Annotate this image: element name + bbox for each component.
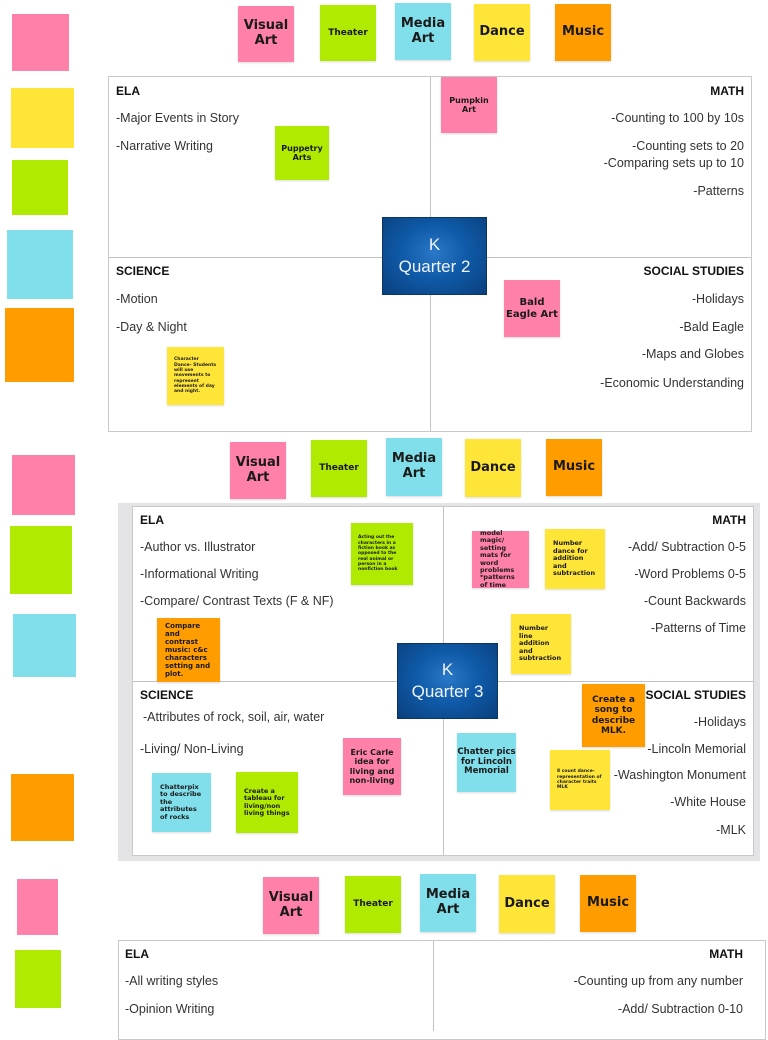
- note-eric-carle[interactable]: Eric Carle idea for living and non-livin…: [343, 738, 401, 795]
- note-bald-eagle-art[interactable]: Bald Eagle Art: [504, 280, 560, 337]
- note-character-dance[interactable]: Character Dance- Students will use movem…: [167, 347, 224, 405]
- q4-math-item: -Counting up from any number: [573, 974, 743, 988]
- sticky-pink-blank[interactable]: [17, 879, 58, 935]
- sticky-pink-blank[interactable]: [12, 455, 75, 515]
- q2-science-title: SCIENCE: [116, 264, 170, 278]
- q2-ela-title: ELA: [116, 84, 140, 98]
- q3-ela-item: -Compare/ Contrast Texts (F & NF): [140, 594, 334, 608]
- sticky-green-blank[interactable]: [15, 950, 61, 1008]
- note-acting-out-characters[interactable]: Acting out the characters in a fiction b…: [351, 523, 413, 585]
- note-8-count-dance[interactable]: 8 count dance- representation of charact…: [550, 750, 610, 810]
- q2-ela-item: -Major Events in Story: [116, 111, 239, 125]
- q2-social-item: -Bald Eagle: [679, 320, 744, 334]
- q2-social-studies-title: SOCIAL STUDIES: [643, 264, 744, 278]
- q2-ela-item: -Narrative Writing: [116, 139, 214, 153]
- sticky-orange-blank[interactable]: [11, 774, 74, 841]
- palette-visual-art[interactable]: Visual Art: [263, 877, 319, 934]
- q3-quarter-label: Quarter 3: [411, 682, 484, 701]
- palette-visual-art[interactable]: Visual Art: [238, 6, 294, 62]
- q3-ela-item: -Informational Writing: [140, 567, 259, 581]
- palette-media-art[interactable]: Media Art: [395, 3, 451, 60]
- quarter4-board: [118, 940, 766, 1040]
- q3-social-item: -White House: [670, 795, 746, 809]
- palette-theater[interactable]: Theater: [311, 440, 367, 497]
- sticky-pink-blank[interactable]: [12, 14, 69, 71]
- q3-social-item: -MLK: [716, 823, 746, 837]
- q4-ela-title: ELA: [125, 947, 149, 961]
- q2-social-item: -Maps and Globes: [641, 347, 744, 361]
- q3-science-item: -Living/ Non-Living: [140, 742, 244, 756]
- note-compare-contrast-music[interactable]: Compare and contrast music: c&c characte…: [157, 618, 220, 682]
- palette-theater[interactable]: Theater: [345, 876, 401, 933]
- palette-music[interactable]: Music: [555, 4, 611, 61]
- q2-math-item: -Comparing sets up to 10: [603, 156, 744, 170]
- q4-math-title: MATH: [709, 947, 743, 961]
- sticky-blue-blank[interactable]: [13, 614, 76, 677]
- note-chatter-pics-lincoln[interactable]: Chatter pics for Lincoln Memorial: [457, 733, 516, 792]
- palette-dance[interactable]: Dance: [465, 439, 521, 497]
- palette-media-art[interactable]: Media Art: [386, 438, 442, 496]
- sticky-yellow-blank[interactable]: [11, 88, 74, 148]
- q2-science-item: -Motion: [116, 292, 158, 306]
- palette-music[interactable]: Music: [580, 875, 636, 932]
- note-puppetry-arts[interactable]: Puppetry Arts: [275, 126, 329, 180]
- q2-quarter-label: Quarter 2: [398, 257, 471, 276]
- sticky-orange-blank[interactable]: [5, 308, 74, 382]
- q2-math-title: MATH: [710, 84, 744, 98]
- q4-ela-item: -Opinion Writing: [125, 1002, 215, 1016]
- palette-dance[interactable]: Dance: [499, 875, 555, 933]
- palette-theater[interactable]: Theater: [320, 5, 376, 61]
- sticky-green-blank[interactable]: [10, 526, 72, 594]
- palette-music[interactable]: Music: [546, 439, 602, 496]
- quarter4-vertical-divider: [433, 941, 434, 1031]
- q2-math-item: -Counting to 100 by 10s: [611, 111, 744, 125]
- q3-science-title: SCIENCE: [140, 688, 194, 702]
- q3-social-studies-title: SOCIAL STUDIES: [645, 688, 746, 702]
- q3-math-item: -Add/ Subtraction 0-5: [627, 540, 746, 554]
- note-number-line[interactable]: Number line addition and subtraction: [511, 614, 571, 674]
- q3-math-title: MATH: [712, 513, 746, 527]
- note-tableau[interactable]: Create a tableau for living/non living t…: [236, 772, 298, 833]
- q3-math-item: -Word Problems 0-5: [634, 567, 746, 581]
- note-number-dance[interactable]: Number dance for addition and subtractio…: [545, 529, 605, 589]
- palette-visual-art[interactable]: Visual Art: [230, 442, 286, 499]
- quarter3-center-box: K Quarter 3: [397, 643, 498, 719]
- q4-ela-item: -All writing styles: [125, 974, 219, 988]
- palette-dance[interactable]: Dance: [474, 4, 530, 61]
- q2-grade-label: K: [428, 235, 441, 254]
- note-chatterpix-rocks[interactable]: Chatterpix to describe the attributes of…: [152, 773, 211, 832]
- q3-ela-title: ELA: [140, 513, 164, 527]
- q2-math-item: -Patterns: [693, 184, 744, 198]
- sticky-green-blank[interactable]: [12, 160, 68, 215]
- q2-social-item: -Economic Understanding: [600, 376, 744, 390]
- q3-grade-label: K: [441, 660, 454, 679]
- q2-math-item: -Counting sets to 20: [632, 139, 744, 153]
- q2-social-item: -Holidays: [691, 292, 744, 306]
- q3-math-item: -Count Backwards: [643, 594, 746, 608]
- q3-social-item: -Lincoln Memorial: [647, 742, 746, 756]
- q3-ela-item: -Author vs. Illustrator: [140, 540, 256, 554]
- note-pumpkin-art[interactable]: Pumpkin Art: [441, 77, 497, 133]
- q3-social-item: -Washington Monument: [613, 768, 746, 782]
- note-song-mlk[interactable]: Create a song to describe MLK.: [582, 684, 645, 747]
- sticky-blue-blank[interactable]: [7, 230, 73, 299]
- q3-math-item: -Patterns of Time: [650, 621, 746, 635]
- q4-math-item: -Add/ Subtraction 0-10: [617, 1002, 743, 1016]
- q2-science-item: -Day & Night: [116, 320, 187, 334]
- quarter2-center-box: K Quarter 2: [382, 217, 487, 295]
- palette-media-art[interactable]: Media Art: [420, 874, 476, 932]
- q3-social-item: -Holidays: [693, 715, 746, 729]
- q3-science-item: -Attributes of rock, soil, air, water: [143, 710, 325, 724]
- note-model-magic[interactable]: model magic/ setting mats for word probl…: [472, 529, 529, 589]
